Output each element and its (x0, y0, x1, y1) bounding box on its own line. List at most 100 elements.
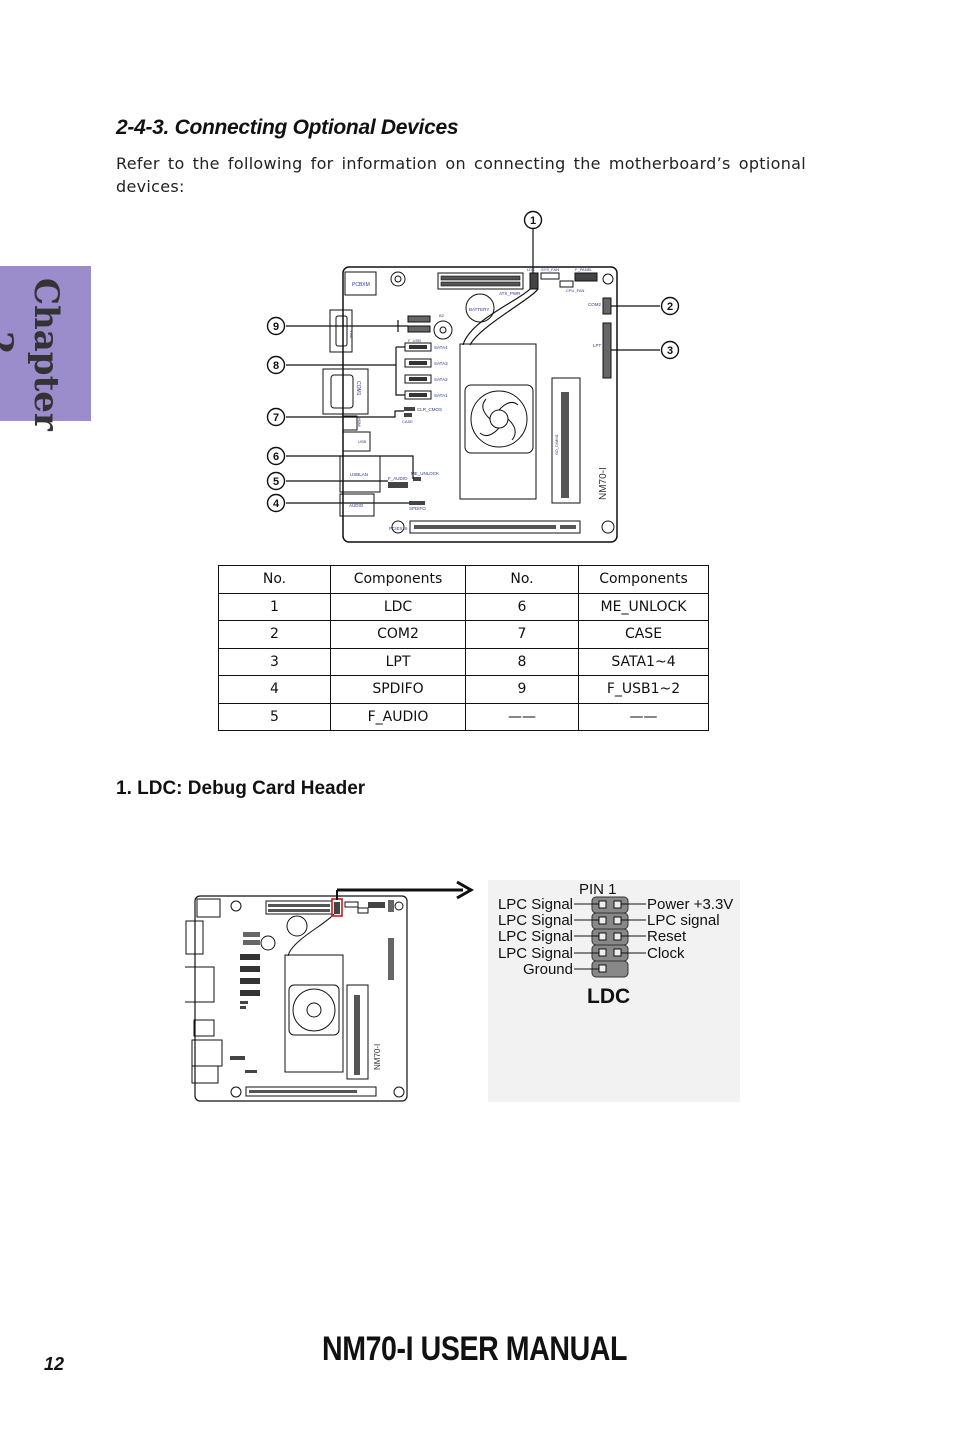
table-cell: COM2 (330, 620, 466, 649)
so-dimm-label: SO_DIMM1 (554, 433, 559, 455)
f-usb2-header (407, 325, 431, 333)
table-cell: LDC (330, 592, 466, 621)
small-board-model-mark: NM70-I (373, 1044, 382, 1070)
buzzer (433, 320, 453, 340)
com2-header (602, 297, 612, 315)
case-header (404, 413, 412, 417)
ldc-right-pin-1: Power +3.3V (647, 896, 733, 913)
table-header-cell: Components (578, 565, 709, 594)
pcbxm-label: PCBXM (352, 282, 370, 288)
ldc-header-small (529, 272, 539, 290)
hdmi-label: HDMI (357, 418, 361, 427)
heatsink (459, 343, 537, 500)
board-outline (342, 266, 618, 543)
page-number: 12 (44, 1354, 65, 1374)
callout-2-text: 2 (667, 301, 673, 313)
mount-hole (391, 520, 405, 534)
table-cell: —— (578, 702, 709, 731)
callout-5 (266, 471, 286, 491)
usb-connector (342, 431, 371, 452)
ldc-left-pin-4: LPC Signal (498, 945, 573, 962)
manual-title: NM70-I USER MANUAL (322, 1330, 628, 1368)
audio-connector (339, 493, 375, 517)
table-cell: SPDIFO (330, 675, 466, 704)
f-audio-label: F_AUDIO (388, 476, 408, 481)
usblan-label: USBLAN (350, 472, 368, 477)
table-cell: CASE (578, 620, 709, 649)
battery (465, 293, 495, 323)
table-row: 1 LDC 6 ME_UNLOCK (218, 592, 709, 621)
table-row: 3 LPT 8 SATA1~4 (218, 647, 709, 676)
cpu-fan (464, 384, 534, 454)
table-header-cell: Components (330, 565, 466, 594)
so-dimm-slot (551, 377, 581, 504)
clr-cmos-label: CLR_CMOS (417, 407, 442, 412)
f-panel-header (574, 272, 598, 282)
sata4-label: SATA4 (434, 345, 448, 350)
com1-label: COM1 (355, 381, 361, 396)
table-cell: 4 (218, 675, 331, 704)
table-header-cell: No. (465, 565, 579, 594)
table-row: 2 COM2 7 CASE (218, 620, 709, 649)
com1-connector (322, 368, 369, 415)
sata2-label: SATA2 (434, 377, 448, 382)
battery-label: BATTERY (469, 307, 489, 312)
lpt-header (602, 322, 612, 379)
components-table: No. Components No. Components 1 LDC 6 ME… (218, 565, 709, 731)
me-unlock-label: ME_UNLOCK (411, 471, 439, 476)
table-cell: 8 (465, 647, 579, 676)
sata1-label: SATA1 (434, 393, 448, 398)
table-cell: F_USB1~2 (578, 675, 709, 704)
pcbxm-box (344, 271, 377, 296)
board-model-mark: NM70-I (598, 467, 609, 500)
ldc-pin-header (591, 896, 629, 978)
table-cell: ME_UNLOCK (578, 592, 709, 621)
pciex16-slot (409, 520, 581, 534)
ldc-location-diagram: NM70-I PIN 1 LPC Signal LPC Signal (185, 880, 740, 1102)
sys-fan-header (540, 272, 560, 280)
callout-4-text: 4 (273, 498, 280, 510)
chapter-tab (0, 266, 91, 421)
me-unlock-jumper (413, 477, 421, 481)
audio-label: AUDIO (349, 503, 364, 508)
case-label: CASE (402, 419, 413, 424)
hdmi-connector (342, 415, 358, 431)
mount-hole (390, 271, 406, 287)
ldc-label-small: LDC (527, 267, 535, 272)
ldc-left-pin-2: LPC Signal (498, 912, 573, 929)
f-panel-label: F_PANEL (575, 267, 593, 272)
clr-cmos-jumper (404, 407, 415, 411)
callout-1-text: 1 (530, 215, 536, 227)
spdifo-header (409, 501, 425, 505)
mount-hole (601, 520, 615, 534)
vga-label: VGA (349, 330, 354, 339)
ldc-left-pin-1: LPC Signal (498, 896, 573, 913)
ldc-right-pin-3: Reset (647, 928, 687, 945)
f-usb1-header (407, 315, 431, 323)
table-cell: 5 (218, 702, 331, 731)
ldc-header-label: LDC (587, 985, 630, 1008)
table-cell: F_AUDIO (330, 702, 466, 731)
spdifo-label: SPDIFO (409, 506, 426, 511)
atx-pwr-label: ATX_PWR (499, 291, 521, 296)
callout-8 (266, 355, 286, 375)
buzzer-label: BZ (439, 313, 445, 318)
callout-6-text: 6 (273, 451, 279, 463)
table-cell: LPT (330, 647, 466, 676)
vga-connector (329, 309, 353, 353)
table-cell: 9 (465, 675, 579, 704)
f-audio-header (388, 482, 408, 488)
table-row: 4 SPDIFO 9 F_USB1~2 (218, 675, 709, 704)
table-cell: —— (465, 702, 579, 731)
table-row: 5 F_AUDIO —— —— (218, 702, 709, 731)
atx-pwr-connector (437, 272, 524, 290)
chapter-tab-label: Chapter 2 (0, 278, 66, 431)
f-usb-label: F_USB (408, 338, 421, 343)
motherboard-diagram: PCBXM ATX_PWR LDC SYS_FAN F_PANEL CPU_FA… (266, 210, 680, 543)
table-header-cell: No. (218, 565, 331, 594)
intro-paragraph: Refer to the following for information o… (116, 154, 806, 196)
callout-8-text: 8 (273, 360, 279, 372)
callout-9-text: 9 (273, 321, 279, 333)
callout-9 (266, 316, 286, 336)
ldc-left-pin-5: Ground (523, 961, 573, 978)
